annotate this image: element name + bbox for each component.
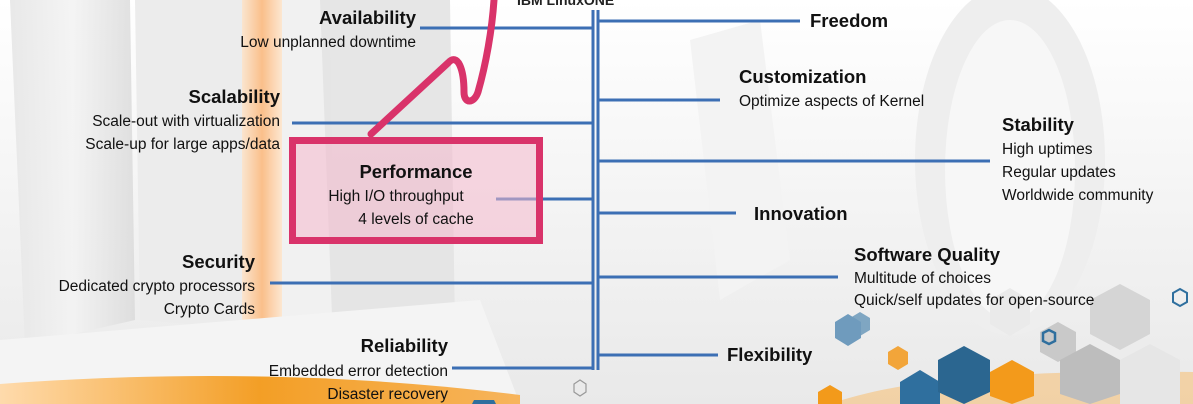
- availability-title: Availability: [319, 7, 416, 28]
- security-title: Security: [181, 251, 255, 272]
- security-line-1: Dedicated crypto processors: [58, 278, 255, 295]
- scalability-line-2: Scale-up for large apps/data: [85, 136, 280, 153]
- performance-line-1: High I/O throughput: [328, 188, 464, 205]
- stability-title: Stability: [1002, 114, 1074, 135]
- stability-line-2: Regular updates: [1002, 164, 1116, 181]
- reliability-line-1: Embedded error detection: [268, 363, 448, 380]
- performance-line-2: 4 levels of cache: [358, 211, 474, 228]
- scalability-line-1: Scale-out with virtualization: [92, 113, 280, 130]
- customization-title: Customization: [739, 66, 867, 87]
- software-quality-title: Software Quality: [854, 244, 1000, 265]
- performance-title: Performance: [359, 161, 473, 182]
- security-line-2: Crypto Cards: [163, 301, 255, 318]
- flexibility-title: Flexibility: [727, 344, 813, 365]
- performance-highlight-box: [289, 137, 543, 244]
- availability-line-1: Low unplanned downtime: [240, 34, 416, 51]
- reliability-title: Reliability: [360, 335, 448, 356]
- freedom-title: Freedom: [810, 10, 889, 31]
- software-quality-line-1: Multitude of choices: [854, 270, 991, 287]
- innovation-title: Innovation: [754, 203, 848, 224]
- software-quality-line-2: Quick/self updates for open-source: [854, 292, 1095, 309]
- stability-line-3: Worldwide community: [1002, 187, 1154, 204]
- scalability-title: Scalability: [188, 86, 280, 107]
- hexagon-cluster: [472, 284, 1188, 404]
- stability-line-1: High uptimes: [1002, 141, 1093, 158]
- brand-logo-text: IBM LinuxONE: [517, 0, 615, 8]
- customization-line-1: Optimize aspects of Kernel: [739, 93, 925, 110]
- reliability-line-2: Disaster recovery: [327, 386, 448, 403]
